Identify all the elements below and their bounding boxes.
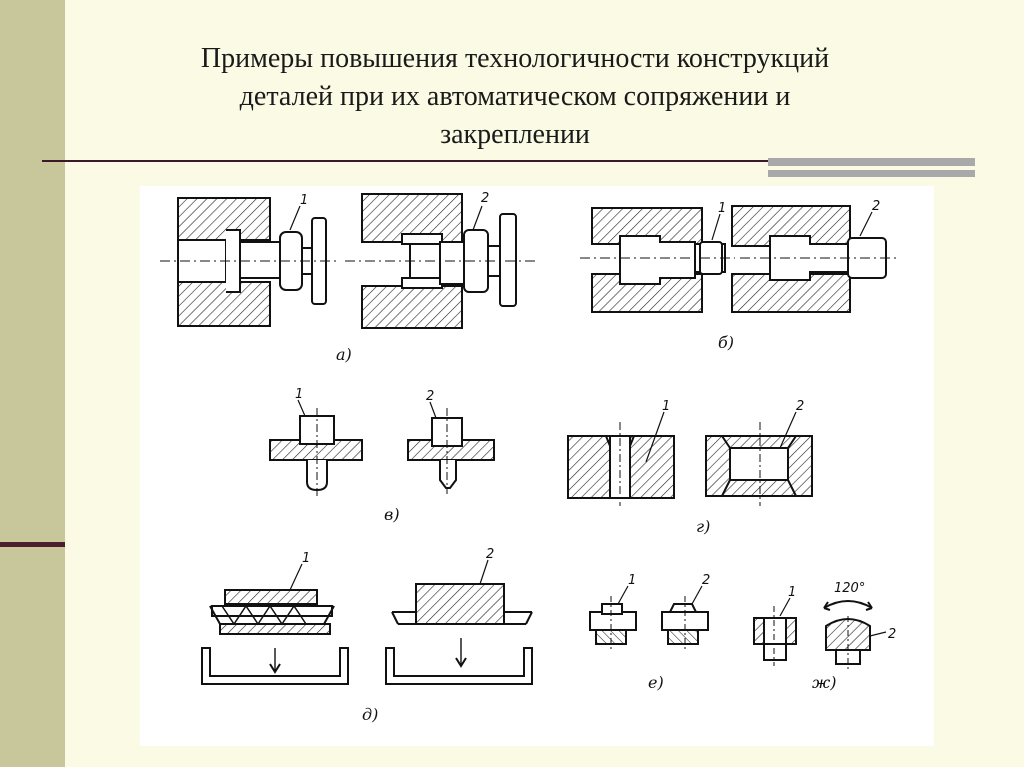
rule-shadow-bar-top bbox=[768, 158, 975, 166]
panel-a-left-assembly bbox=[160, 197, 340, 327]
part-number-b1: 1 bbox=[718, 201, 726, 216]
part-number-g2: 2 bbox=[796, 399, 804, 414]
panel-g-right-block bbox=[705, 411, 813, 506]
left-decor-tick bbox=[0, 542, 65, 547]
part-number-d1: 1 bbox=[302, 551, 310, 566]
part-number-v1: 1 bbox=[295, 387, 303, 402]
figure-svg: 1 2 1 2 1 2 1 2 1 2 1 2 1 2 120° а) б) в… bbox=[160, 191, 900, 724]
panel-g-left-block bbox=[567, 411, 675, 506]
panel-label-d: д) bbox=[362, 705, 378, 724]
panel-label-g: г) bbox=[696, 517, 710, 536]
panel-zh-left-head bbox=[753, 597, 797, 666]
panel-label-b: б) bbox=[718, 333, 734, 352]
panel-e-left-nut bbox=[589, 585, 637, 650]
panel-label-e: е) bbox=[648, 673, 664, 692]
panel-b-left-assembly bbox=[580, 207, 735, 313]
panel-label-a: а) bbox=[336, 345, 352, 364]
title-line-3: закреплении bbox=[440, 119, 590, 150]
panel-a-right-assembly bbox=[345, 193, 535, 329]
part-number-g1: 1 bbox=[662, 399, 670, 414]
part-number-zh2: 2 bbox=[888, 627, 896, 642]
panel-zh-right-head bbox=[823, 600, 887, 670]
title-line-1: Примеры повышения технологичности констр… bbox=[200, 43, 830, 74]
rule-shadow-bar-bottom bbox=[768, 170, 975, 177]
part-number-b2: 2 bbox=[872, 199, 880, 214]
panel-label-v: в) bbox=[384, 505, 400, 524]
slide-title: Примеры повышения технологичности констр… bbox=[150, 40, 880, 154]
part-number-v2: 2 bbox=[426, 389, 434, 404]
panel-v-left-pin bbox=[269, 399, 363, 496]
part-number-a1: 1 bbox=[300, 193, 308, 208]
panel-v-right-pin bbox=[407, 401, 495, 494]
left-decor-bar bbox=[0, 0, 65, 767]
panel-b-right-assembly bbox=[731, 205, 900, 313]
part-number-d2: 2 bbox=[486, 547, 494, 562]
part-number-e2: 2 bbox=[702, 573, 710, 588]
panel-e-right-nut bbox=[661, 585, 709, 650]
title-rule bbox=[42, 160, 972, 162]
panel-label-zh: ж) bbox=[812, 673, 836, 692]
title-line-2: деталей при их автоматическом сопряжении… bbox=[239, 81, 791, 112]
part-number-zh1: 1 bbox=[788, 585, 796, 600]
angle-label: 120° bbox=[834, 581, 865, 596]
panel-d-right-part bbox=[385, 559, 533, 685]
part-number-e1: 1 bbox=[628, 573, 636, 588]
part-number-a2: 2 bbox=[481, 191, 489, 206]
panel-d-left-part bbox=[201, 563, 349, 685]
technical-figure: 1 2 1 2 1 2 1 2 1 2 1 2 1 2 120° а) б) в… bbox=[140, 186, 934, 746]
